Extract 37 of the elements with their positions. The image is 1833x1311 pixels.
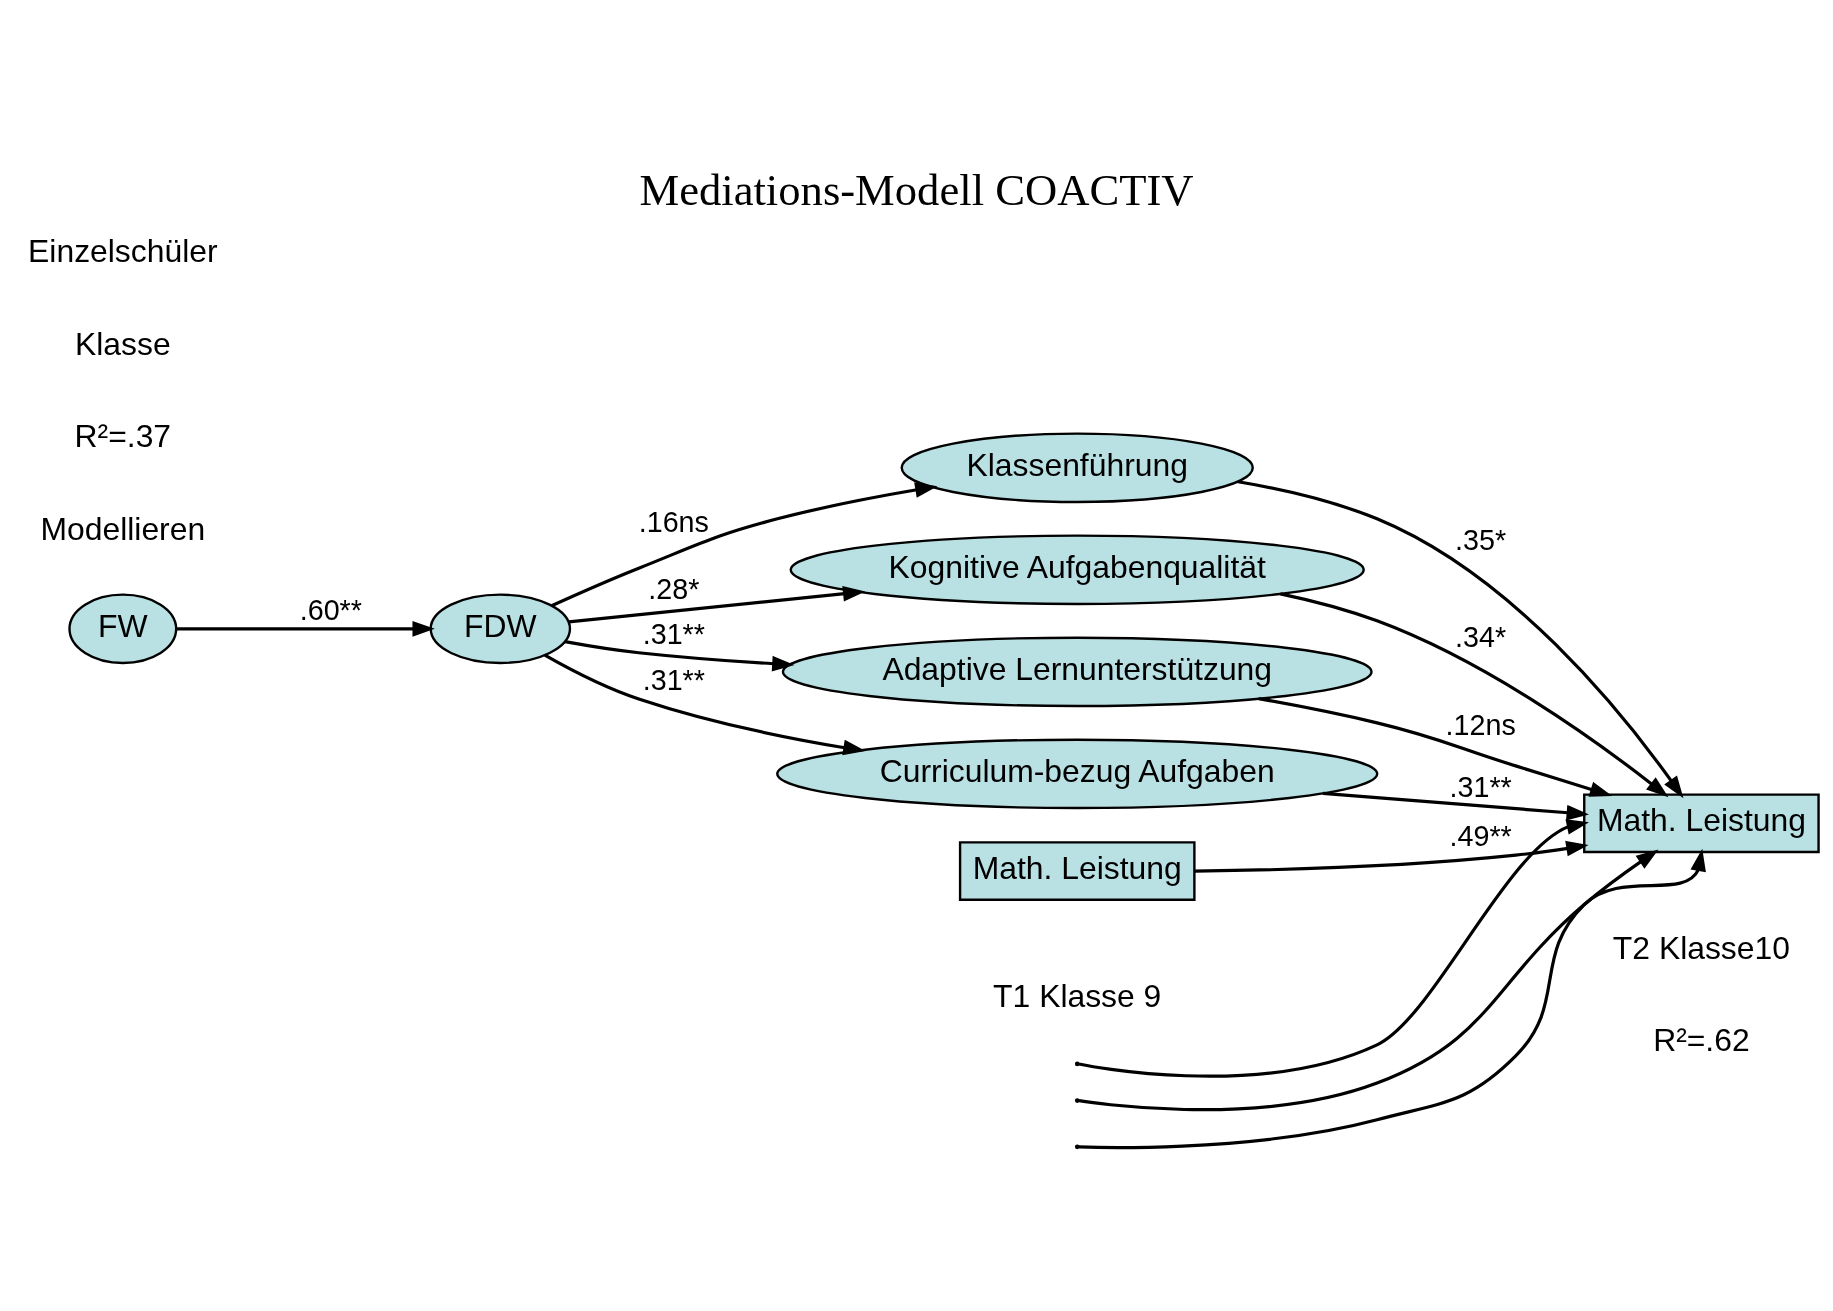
label: Klasse <box>75 325 171 362</box>
edge-label: .60** <box>299 593 362 626</box>
arrow <box>568 585 866 624</box>
arrow <box>564 639 795 671</box>
arrow <box>1280 591 1669 797</box>
arrow <box>1078 818 1589 1078</box>
edge-label: .49** <box>1449 819 1512 852</box>
node-label: T2 Klasse10 <box>1612 929 1790 966</box>
node-box: Math. Leistung <box>1583 792 1820 853</box>
arrow <box>550 481 938 607</box>
edge-label: .31** <box>642 617 705 650</box>
node-ellipse: Adaptive Lernunterstützung <box>781 636 1373 707</box>
label: R²=.37 <box>74 417 172 454</box>
edge-label: .35* <box>1455 523 1507 556</box>
node-label: T1 Klasse 9 <box>993 977 1162 1014</box>
node-box: Math. Leistung <box>958 840 1196 901</box>
node-ellipse: FW <box>68 592 178 664</box>
arrow <box>1237 479 1684 798</box>
edge-label: .31** <box>642 663 705 696</box>
edge-label: .16ns <box>638 505 709 538</box>
node-ellipse: FDW <box>429 592 572 664</box>
edge-label: .28* <box>648 572 700 605</box>
arrow <box>176 620 435 637</box>
arrow <box>1322 791 1589 820</box>
arrow <box>1194 840 1589 873</box>
edge-label: .31** <box>1449 770 1512 803</box>
arrow <box>544 653 866 755</box>
label: Modellieren <box>40 510 206 547</box>
arrow <box>1258 696 1613 797</box>
node-label: R²=.62 <box>1653 1021 1750 1058</box>
edge-label: .12ns <box>1445 708 1516 741</box>
arrow <box>1078 849 1659 1111</box>
node-ellipse: Klassenführung <box>900 431 1254 503</box>
label: Einzelschüler <box>28 232 218 269</box>
arrow <box>1078 848 1706 1149</box>
diagram-title: Mediations-Modell COACTIV <box>639 164 1194 215</box>
edge-label: .34* <box>1455 620 1507 653</box>
